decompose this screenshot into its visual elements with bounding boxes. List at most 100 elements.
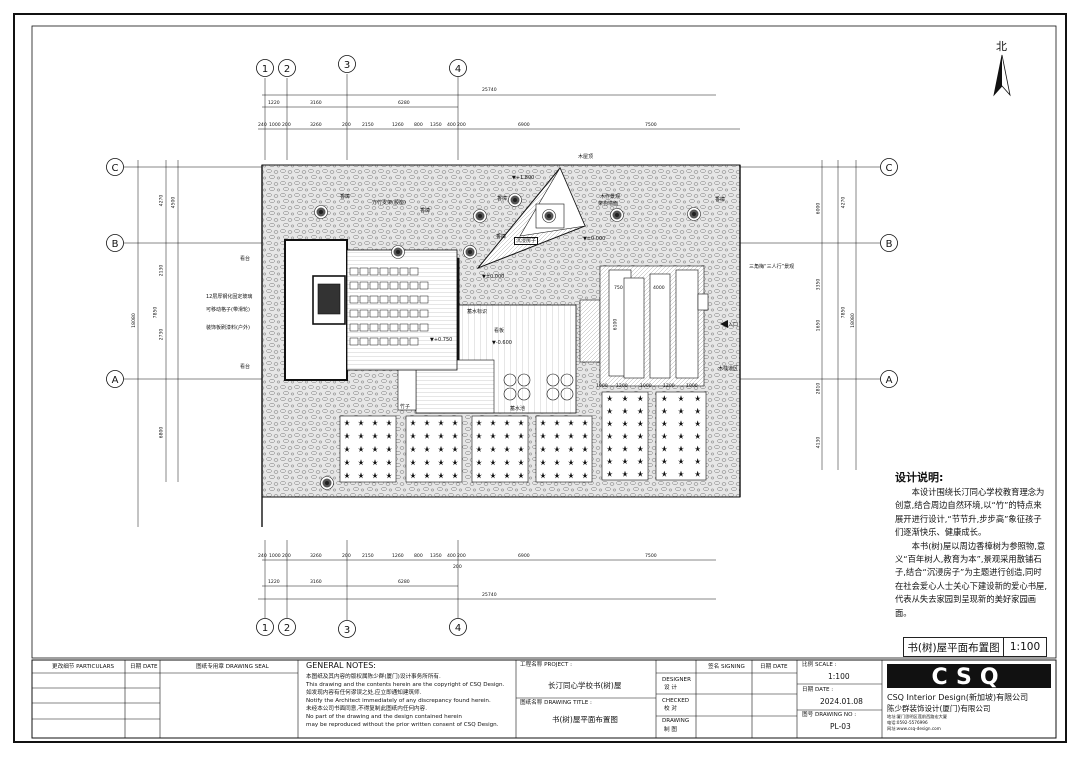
tb-note-6: may be reproduced without the prior writ… [306,722,499,728]
tb-checked: CHECKED [662,698,690,704]
label-shelf-3: 装饰板刷漆料(户外) [206,325,250,331]
dim-bottom-r1-4: 200 [342,554,351,559]
tb-note-4: 未经本公司书面同意,不得复制此图纸内任何内容. [306,706,428,712]
dim-right-inner-1: 7850 [841,306,847,319]
tb-particulars: 更改细节 PARTICULARS [52,664,115,670]
long-benches [608,269,709,379]
grid-col-4-bottom: 4 [455,623,461,634]
label-pool: 蓄水池 [510,406,526,412]
dim-bottom-r1-0: 240 [258,554,267,559]
tb-general-notes-head: GENERAL NOTES: [306,661,376,670]
dim-bottom-r1-6: 1260 [392,554,404,559]
tb-dwgno-value: PL-03 [830,722,851,731]
tb-date: 日期 DATE [130,664,158,670]
label-gallery: 看台 [240,364,251,370]
dim-bottom-r1-7: 800 [414,554,423,559]
grid-col-2-bottom: 2 [284,623,290,634]
grid-col-3: 3 [344,60,350,71]
design-notes: 设计说明: 本设计围绕长汀同心学校教育理念为创意,结合周边自然环境,以“竹”的特… [895,470,1047,620]
dim-bottom-extra: 200 [453,565,462,570]
dim-right-total: 18080 [850,313,856,328]
dim-top-r3-8: 1350 [430,123,442,128]
label-level-up: ▼+1.800 [512,175,535,181]
label-tree-1: 香樟 [340,194,351,200]
label-wood-path: 木栈道区 [718,366,739,372]
dim-bottom-r1-10: 200 [457,554,466,559]
dim-bottom-r2-2: 3160 [310,580,322,585]
dim-bottom-r2-3: 6280 [398,580,410,585]
label-tree-4: 香樟 [715,197,726,203]
dim-top-r3-7: 800 [414,123,423,128]
dim-bottom-r1-8: 1350 [430,554,442,559]
dim-left-inner-1: 7850 [153,306,159,319]
north-arrow-icon [993,54,1011,97]
outer-frame [13,13,1067,743]
dim-top-r3-5: 2150 [362,123,374,128]
grid-col-1: 1 [262,64,268,75]
tb-signing: 签名 SIGNING [708,664,745,670]
round-tables [503,373,574,401]
grid-row-b: B [112,239,119,250]
dim-right-outer-2: 1650 [816,319,822,332]
tb-company-cn: 陈少群装饰设计(厦门)有限公司 [887,704,991,713]
north-label: 北 [996,40,1007,53]
label-mid-bar: 蓄水标识 [467,309,488,315]
dimension-lines [137,94,857,600]
entrance-arrow-icon [720,320,728,328]
dim-bottom-r1-5: 2150 [362,554,374,559]
dim-top-total: 25740 [482,88,497,93]
dim-left-outer-3: 6800 [159,426,165,439]
drawing-title-box: 书(树)屋平面布置图 1:100 [903,637,1047,657]
tb-scale-value: 1:100 [828,672,850,681]
grid-row-c: C [112,163,119,174]
label-entry: 入口 [728,322,739,328]
tb-note-3: Notify the Architect immediately of any … [306,698,491,704]
tb-note-1: This drawing and the contents herein are… [306,682,505,688]
dim-top-r3-6: 1260 [392,123,404,128]
label-stage: 看台 [240,256,251,262]
tb-drawing-label: 图纸名称 DRAWING TITLE : [520,700,592,706]
label-tree-2: 香樟 [420,208,431,214]
grid-row-b-right: B [886,239,893,250]
tb-scale-label: 比例 SCALE : [802,662,837,668]
dim-top-r3-12: 7500 [645,123,657,128]
tb-drawing-name: 书(树)屋平面布置图 [552,715,618,724]
tb-seal: 图纸专用章 DRAWING SEAL [196,664,269,670]
tb-date-head: 日期 DATE [760,664,788,670]
label-bamboo: 竹子 [400,404,411,410]
tb-date-value: 2024.01.08 [820,697,863,706]
label-roof-note-2: 架构墙面 [598,201,619,207]
dim-top-r3-10: 200 [457,123,466,128]
dim-right-outer-1: 3350 [816,278,822,291]
dim-bottom-r2-1: 1220 [268,580,280,585]
label-wood-frame: 沉浸房子 [514,237,539,245]
seating-grid [349,267,429,346]
dim-deck-0: 1000 [596,384,608,389]
dim-right-outer-4: 4130 [816,436,822,449]
label-hall: 方竹支架(胶座) [372,200,406,206]
tb-note-0: 本图纸及其内容的版权属陈少群(厦门)设计事务所所有. [306,674,441,680]
titleblock-grid [32,660,883,738]
tb-drawing-by: DRAWING [662,718,690,724]
label-level-low: ▼+0.750 [430,337,453,343]
label-courtyard: 看板 [494,328,505,334]
design-notes-p2: 本书(树)屋以周边香樟树为参照物,意义“百年树人,教育为本”,景观采用散铺石子,… [895,540,1047,618]
dim-wood-1: 4000 [653,286,665,291]
label-roof-note: 木作景观 [600,194,621,200]
design-notes-p1: 本设计围绕长汀同心学校教育理念为创意,结合周边自然环境,以“竹”的特点来展开进行… [895,487,1045,538]
dim-left-inner-0: 4500 [171,196,177,209]
company-logo: CSQ [887,664,1051,690]
dim-top-r2-2: 3160 [310,101,322,106]
dim-top-r3-4: 200 [342,123,351,128]
tb-checked-cn: 校 对 [664,706,677,712]
dim-right-inner-0: 4270 [841,196,847,209]
dim-bottom-r1-2: 200 [282,554,291,559]
grid-row-a: A [112,375,119,386]
dim-top-r2-1: 1220 [268,101,280,106]
dim-deck-1: 1200 [616,384,628,389]
label-tree-3: 香樟 [497,196,508,202]
dim-left-outer-2: 2730 [159,328,165,341]
grid-col-4: 4 [455,64,461,75]
dim-top-r3-9: 400 [447,123,456,128]
